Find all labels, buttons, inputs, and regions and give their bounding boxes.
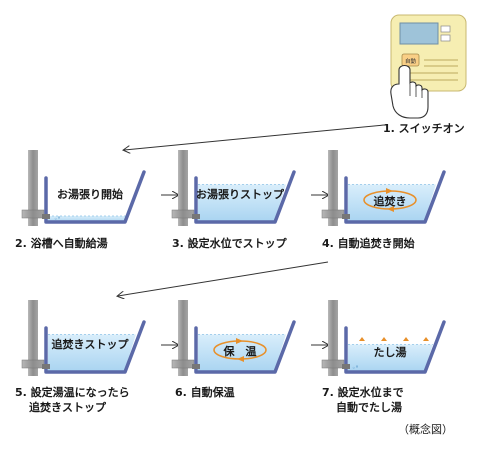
pipe-joint <box>321 359 345 369</box>
inlet <box>42 364 50 369</box>
circulation-arrow <box>236 338 243 344</box>
tub-outline <box>344 320 446 374</box>
tub-step-4: 追焚き <box>321 150 446 226</box>
step7-caption-line2: 自動でたし湯 <box>336 401 402 414</box>
concept-note: （概念図） <box>398 423 453 436</box>
circulation-arrow <box>237 356 244 362</box>
auto-button-label: 自動 <box>405 57 417 65</box>
step2-caption: 2. 浴槽へ自動給湯 <box>15 237 108 250</box>
arrow-switch-to-step2 <box>124 124 385 150</box>
bubbles-icon: ◦° <box>54 216 61 223</box>
tub-outline <box>194 320 296 374</box>
rise-arrow <box>359 337 365 341</box>
inlet <box>192 364 200 369</box>
step5-caption-line2: 追焚きストップ <box>29 401 106 414</box>
step7-caption-line1: 7. 設定水位まで <box>322 386 404 399</box>
tub-step-5: 追焚きストップ <box>21 300 146 376</box>
tub-outline <box>44 170 146 224</box>
tub-label-step-3: お湯張りストップ <box>196 187 285 201</box>
tub-label-step-2: お湯張り開始 <box>57 187 123 201</box>
pipe-joint <box>171 359 195 369</box>
tub-label-step-6: 保 温 <box>223 344 257 358</box>
step5-caption: 5. 設定湯温になったら 追焚きストップ <box>15 385 130 415</box>
step7-caption: 7. 設定水位まで 自動でたし湯 <box>322 385 404 415</box>
rise-arrow <box>381 337 387 341</box>
tub-label-step-5: 追焚きストップ <box>52 337 130 351</box>
tub-step-3: お湯張りストップ <box>171 150 296 226</box>
wall-pipe <box>328 300 338 376</box>
arrow-step4-to-step5 <box>118 261 329 296</box>
tub-outline <box>194 170 296 224</box>
wall-pipe <box>178 150 188 226</box>
inlet <box>42 214 50 219</box>
bubbles-icon: ◦° <box>352 365 359 372</box>
tub-outline <box>44 320 146 374</box>
pointing-hand-icon <box>390 64 429 119</box>
wall-pipe <box>28 150 38 226</box>
step3-caption: 3. 設定水位でストップ <box>172 237 287 250</box>
rise-arrow <box>403 337 409 341</box>
tub-outline <box>344 170 446 224</box>
tub-label-step-7: たし湯 <box>374 345 407 359</box>
step5-caption-line1: 5. 設定湯温になったら <box>15 386 130 399</box>
controller-small-button-top <box>440 25 451 33</box>
water <box>198 184 286 222</box>
controller-small-button-bottom <box>440 34 451 42</box>
wall-pipe <box>28 300 38 376</box>
pipe-joint <box>321 209 345 219</box>
switch-on-label: 1. スイッチオン <box>383 122 465 135</box>
pipe-joint <box>21 209 45 219</box>
inlet <box>342 364 350 369</box>
wall-pipe <box>328 150 338 226</box>
auto-button[interactable] <box>401 53 420 67</box>
tub-label-step-4: 追焚き <box>374 194 407 208</box>
rise-arrow <box>423 337 429 341</box>
tub-step-6: 保 温 <box>171 300 296 376</box>
water <box>348 344 433 372</box>
circulation-arrow <box>387 206 394 212</box>
tub-step-7: ◦° たし湯 <box>321 300 446 376</box>
tub-step-2: ◦° お湯張り開始 <box>21 150 146 226</box>
pipe-joint <box>21 359 45 369</box>
water <box>48 334 136 372</box>
wall-pipe <box>178 300 188 376</box>
inlet <box>192 214 200 219</box>
controller-screen <box>399 22 439 45</box>
pipe-joint <box>171 209 195 219</box>
circulation-arrow <box>386 188 393 194</box>
inlet <box>342 214 350 219</box>
step6-caption: 6. 自動保温 <box>175 386 235 399</box>
step4-caption: 4. 自動追焚き開始 <box>322 237 415 250</box>
